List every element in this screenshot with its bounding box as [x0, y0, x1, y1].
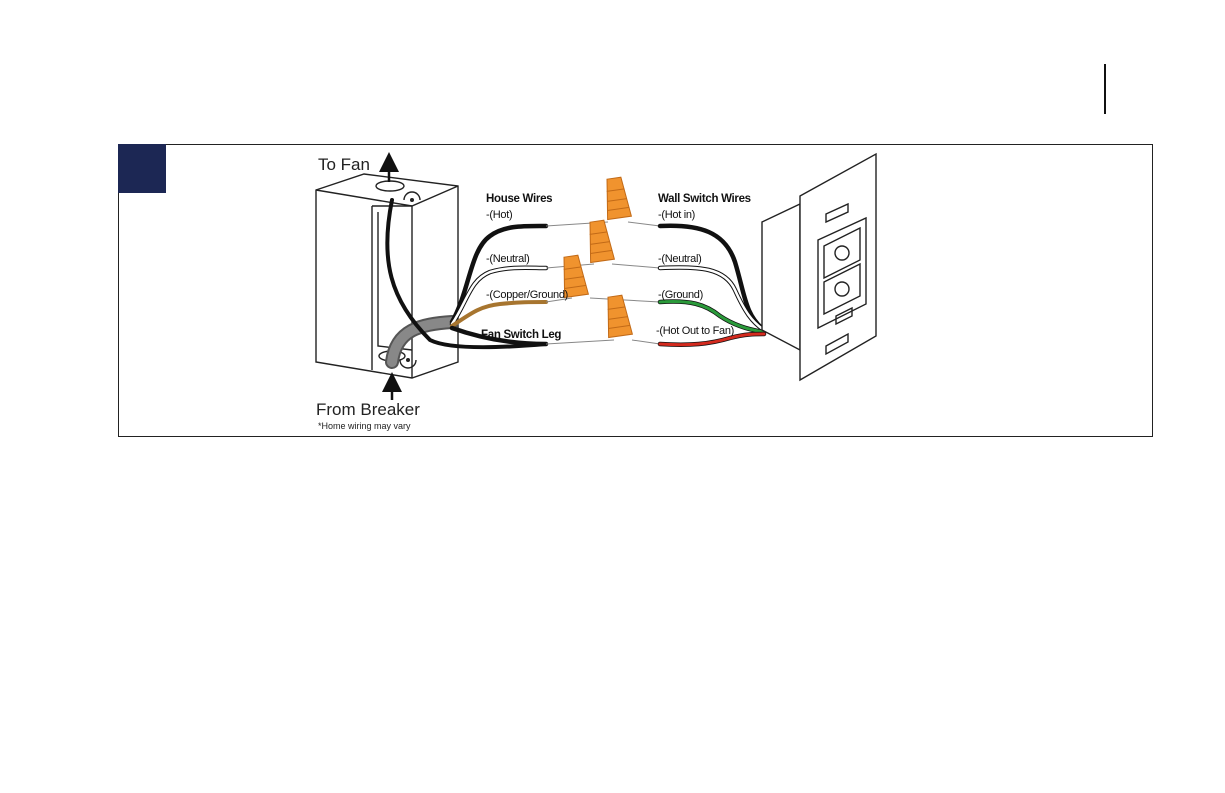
- switch-ground-label: -(Ground): [658, 289, 703, 301]
- switch-hot-label: -(Hot in): [658, 209, 695, 221]
- wire-nut: [602, 177, 631, 220]
- switch-wires-title: Wall Switch Wires: [658, 193, 751, 205]
- house-hot-wire: [452, 226, 546, 322]
- footnote: *Home wiring may vary: [318, 421, 411, 431]
- house-wires-title: House Wires: [486, 193, 552, 205]
- wire-nut: [585, 220, 614, 263]
- house-ground-wire: [452, 302, 546, 326]
- fan-leg-label: Fan Switch Leg: [481, 329, 561, 341]
- house-neutral-label: -(Neutral): [486, 253, 529, 265]
- wire-nut: [603, 295, 632, 338]
- house-hot-label: -(Hot): [486, 209, 512, 221]
- wall-switch: [762, 154, 876, 380]
- switch-out-label: -(Hot Out to Fan): [656, 325, 734, 337]
- from-breaker-label: From Breaker: [316, 400, 420, 419]
- switch-neutral-label: -(Neutral): [658, 253, 701, 265]
- house-ground-label: -(Copper/Ground): [486, 289, 568, 301]
- to-fan-label: To Fan: [318, 155, 370, 174]
- electrical-box: [316, 174, 458, 378]
